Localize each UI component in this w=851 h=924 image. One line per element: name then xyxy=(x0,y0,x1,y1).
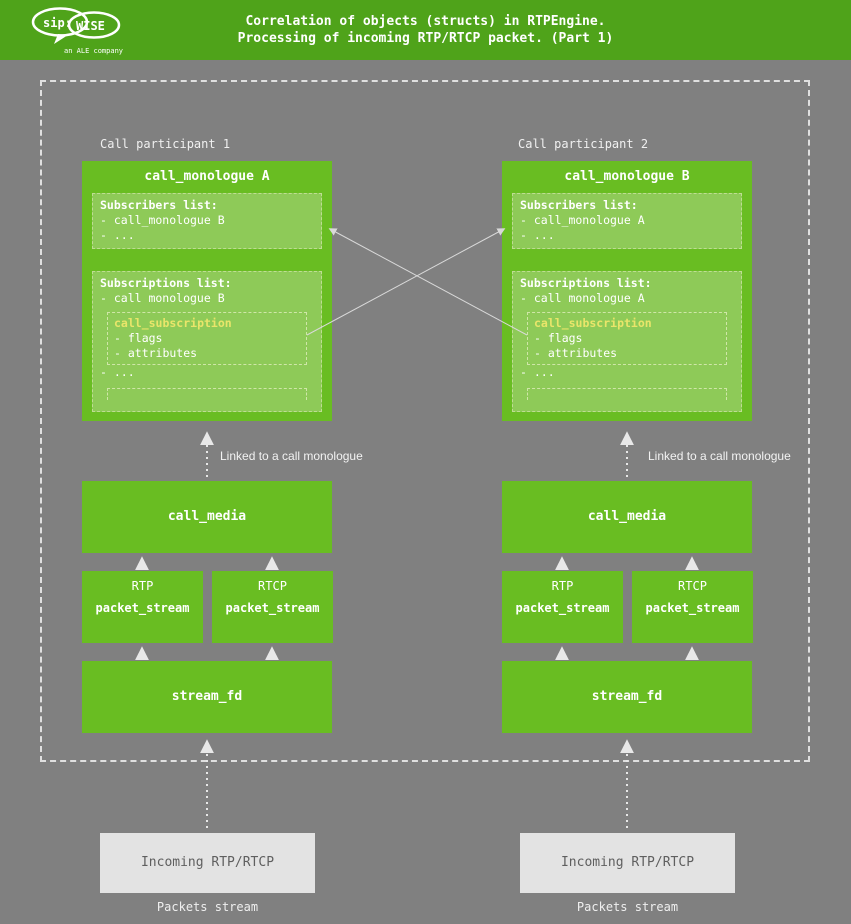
call-media-box-1: call_media xyxy=(82,481,332,553)
subscribers-title: Subscribers list: xyxy=(100,198,218,212)
link-label-1: Linked to a call monologue xyxy=(220,449,363,463)
subscribers-item: - call_monologue A xyxy=(520,213,645,227)
speech-bubble-tail-icon xyxy=(54,34,68,44)
logo-text-sip: sip: xyxy=(43,16,72,30)
call-monologue-b-title: call_monologue B xyxy=(564,169,690,184)
page-title-line1: Correlation of objects (structs) in RTPE… xyxy=(245,14,606,29)
packets-stream-label-2: Packets stream xyxy=(576,900,679,914)
call-subscription-item: - flags xyxy=(114,331,163,345)
subscriptions-list-a: Subscriptions list: - call monologue B c… xyxy=(92,271,322,412)
incoming-rtp-rtcp-box-1: Incoming RTP/RTCP xyxy=(100,833,315,893)
stream-fd-box-1: stream_fd xyxy=(82,661,332,733)
rtp-label: RTP xyxy=(551,579,574,593)
link-label-2: Linked to a call monologue xyxy=(648,449,791,463)
participant-2-label: Call participant 2 xyxy=(518,137,649,151)
subscribers-title: Subscribers list: xyxy=(520,198,638,212)
rtp-label: RTP xyxy=(131,579,154,593)
subscribers-list-a: Subscribers list: - call_monologue B - .… xyxy=(92,193,322,249)
call-subscription-item: - attributes xyxy=(534,346,618,360)
partial-subscription-box xyxy=(107,388,307,400)
header-bar: sip: WISE an ALE company Correlation of … xyxy=(0,0,851,60)
call-subscription-item: - flags xyxy=(534,331,583,345)
page-title: Correlation of objects (structs) in RTPE… xyxy=(0,13,851,47)
diagram-frame xyxy=(40,80,810,762)
subscriptions-title: Subscriptions list: xyxy=(100,276,232,290)
call-subscription-title: call_subscription xyxy=(114,316,232,330)
subscribers-item: - ... xyxy=(520,228,555,242)
call-media-box-2: call_media xyxy=(502,481,752,553)
call-subscription-box-b: call_subscription - flags - attributes xyxy=(527,312,727,365)
packet-stream-rtcp-box-1: RTCP packet_stream xyxy=(212,571,333,643)
subscriptions-item: - call monologue B xyxy=(100,291,225,305)
participant-1-label: Call participant 1 xyxy=(100,137,231,151)
packet-stream-label: packet_stream xyxy=(225,601,320,615)
subscriptions-more: - ... xyxy=(100,365,135,379)
packet-stream-rtcp-box-2: RTCP packet_stream xyxy=(632,571,753,643)
logo-text-wise: WISE xyxy=(76,19,105,33)
packet-stream-label: packet_stream xyxy=(645,601,740,615)
packets-stream-label-1: Packets stream xyxy=(156,900,259,914)
call-subscription-item: - attributes xyxy=(114,346,198,360)
call-monologue-a-box: call_monologue A Subscribers list: - cal… xyxy=(82,161,332,421)
packet-stream-rtp-box-2: RTP packet_stream xyxy=(502,571,623,643)
logo-subtext: an ALE company xyxy=(64,47,123,55)
subscribers-item: - ... xyxy=(100,228,135,242)
subscriptions-list-b: Subscriptions list: - call monologue A c… xyxy=(512,271,742,412)
packet-stream-rtp-box-1: RTP packet_stream xyxy=(82,571,203,643)
partial-subscription-box xyxy=(527,388,727,400)
subscriptions-more: - ... xyxy=(520,365,555,379)
sipwise-logo: sip: WISE an ALE company xyxy=(31,7,123,55)
call-subscription-title: call_subscription xyxy=(534,316,652,330)
subscribers-item: - call_monologue B xyxy=(100,213,225,227)
packet-stream-label: packet_stream xyxy=(95,601,190,615)
rtcp-label: RTCP xyxy=(258,579,287,593)
call-monologue-b-box: call_monologue B Subscribers list: - cal… xyxy=(502,161,752,421)
rtcp-label: RTCP xyxy=(678,579,707,593)
stream-fd-box-2: stream_fd xyxy=(502,661,752,733)
packet-stream-label: packet_stream xyxy=(515,601,610,615)
subscriptions-item: - call monologue A xyxy=(520,291,645,305)
call-subscription-box-a: call_subscription - flags - attributes xyxy=(107,312,307,365)
incoming-rtp-rtcp-box-2: Incoming RTP/RTCP xyxy=(520,833,735,893)
page-title-line2: Processing of incoming RTP/RTCP packet. … xyxy=(237,31,614,46)
subscribers-list-b: Subscribers list: - call_monologue A - .… xyxy=(512,193,742,249)
call-monologue-a-title: call_monologue A xyxy=(144,169,270,184)
subscriptions-title: Subscriptions list: xyxy=(520,276,652,290)
